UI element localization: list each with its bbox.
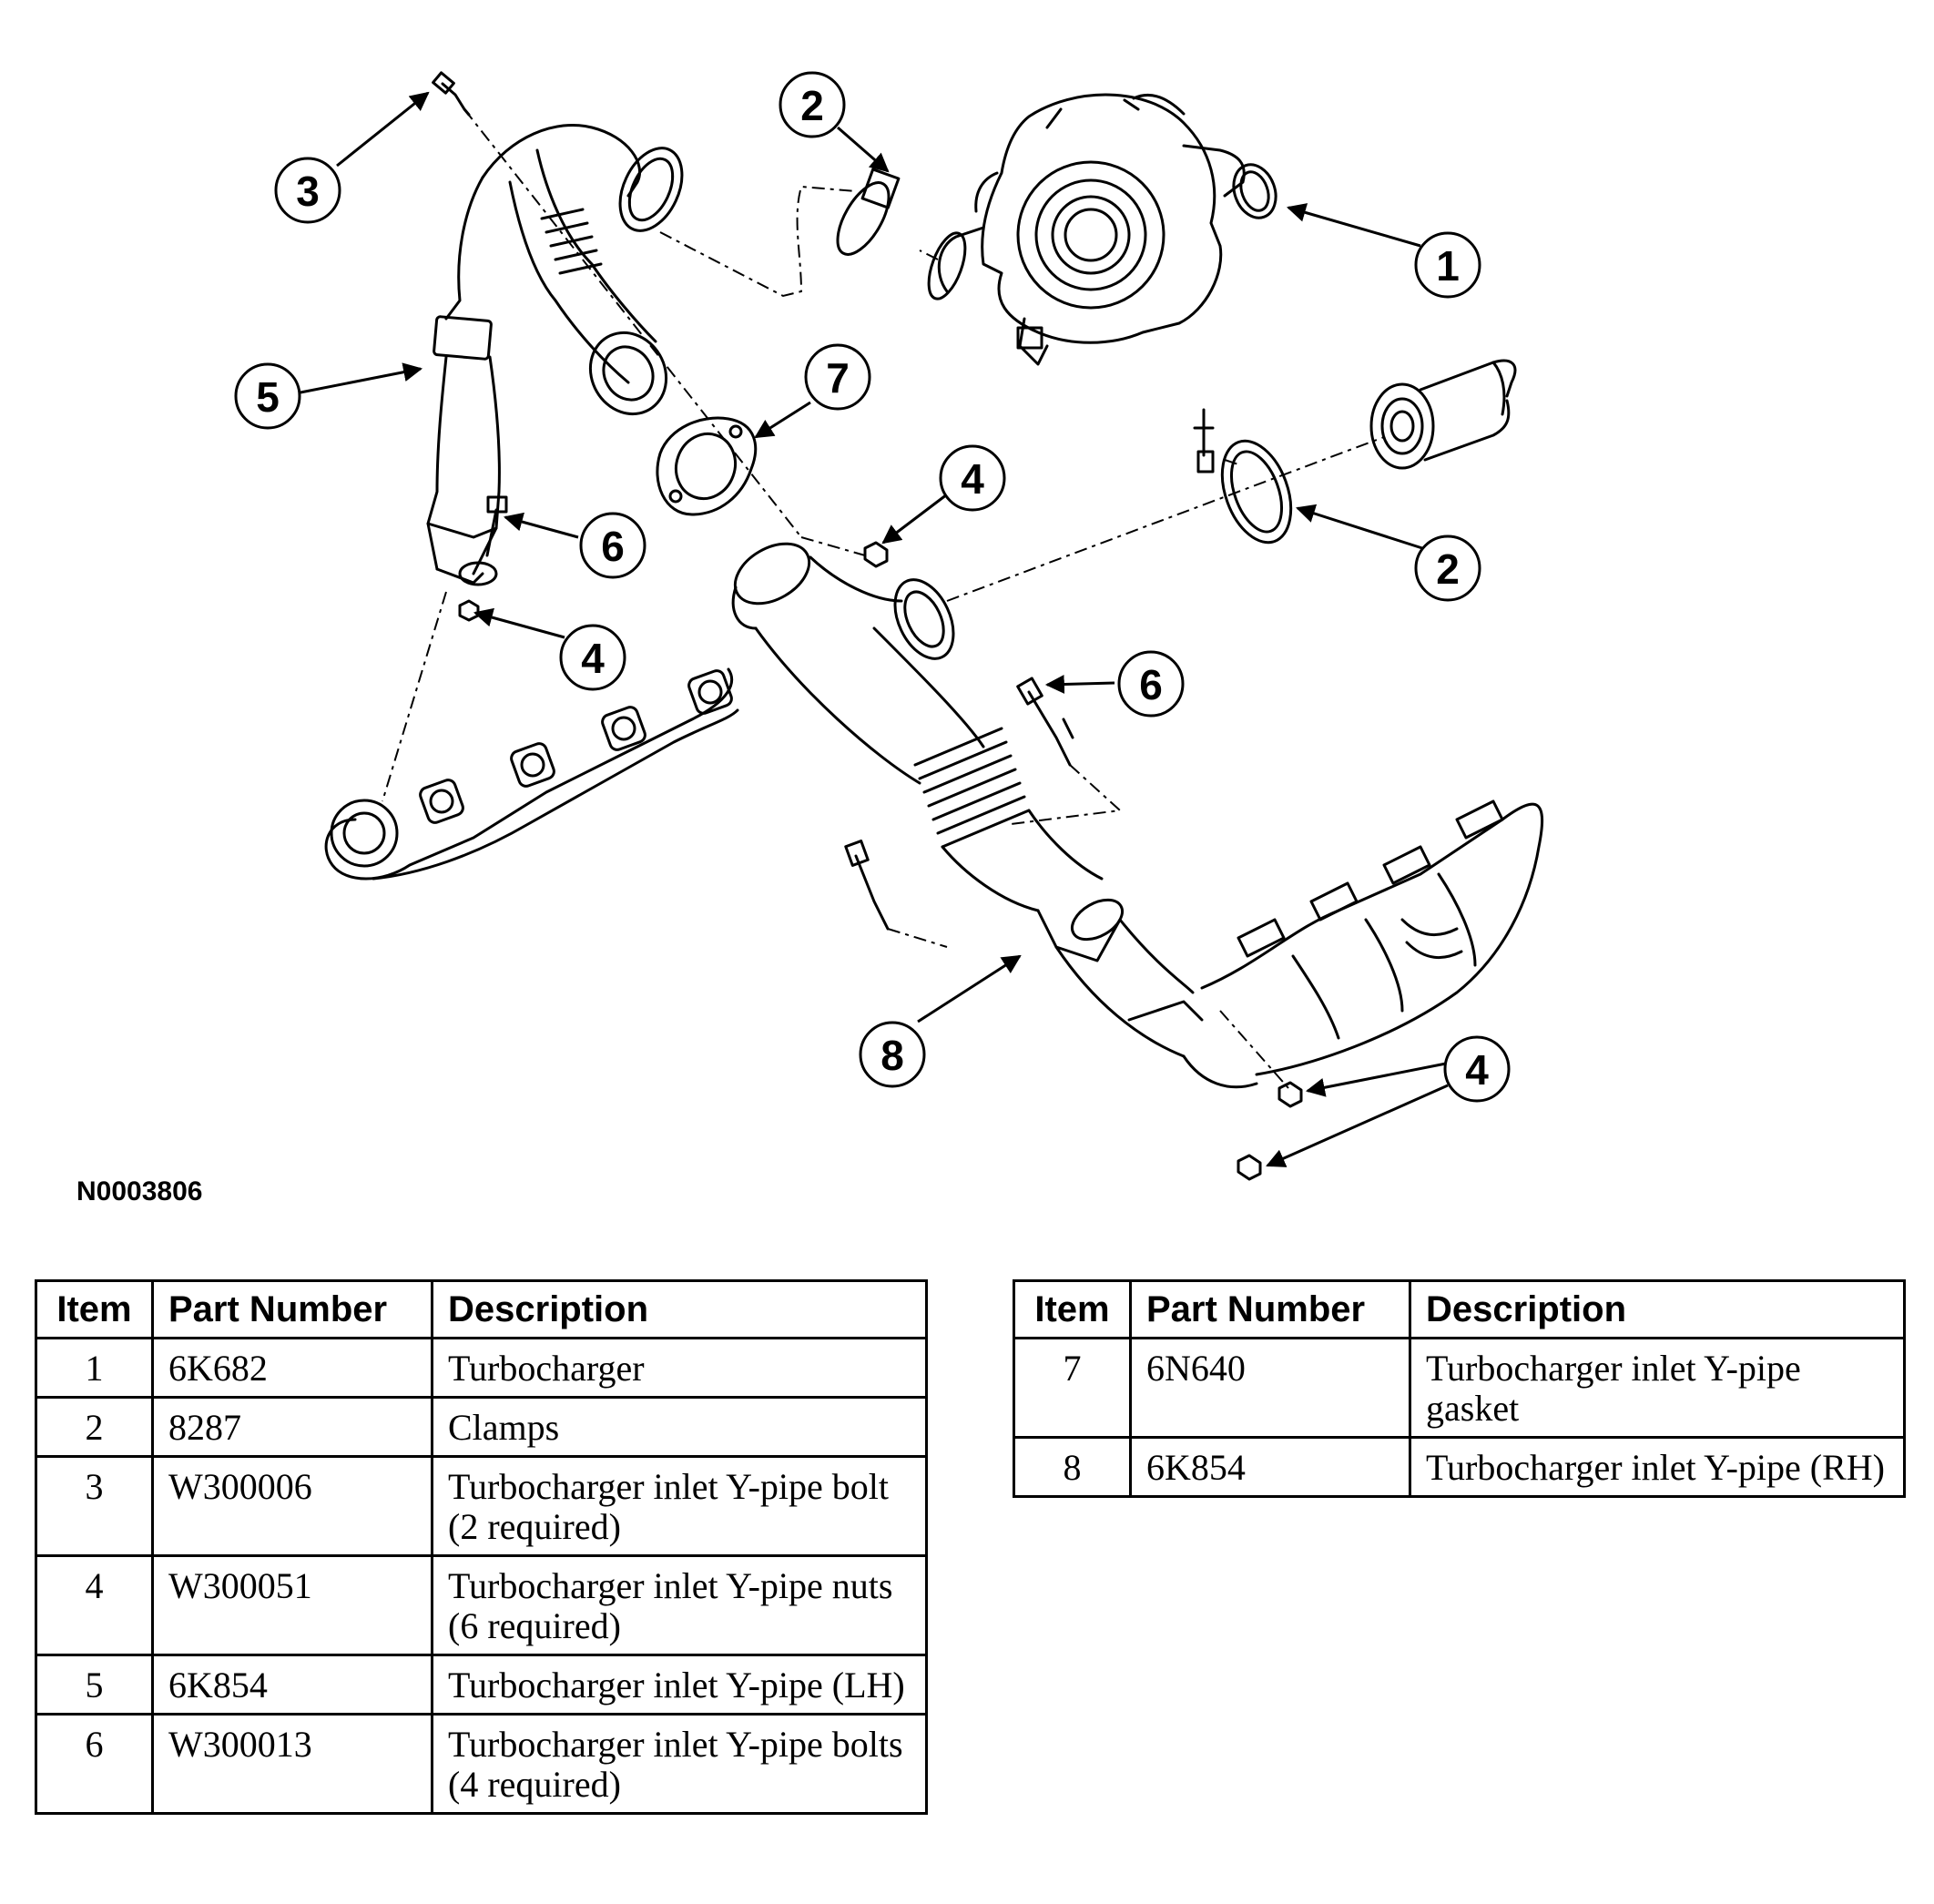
clamp-upper-drawing [836, 168, 901, 256]
turbocharger-drawing [927, 93, 1277, 366]
callout-1: 1 [1436, 242, 1460, 290]
figure-id: N0003806 [76, 1176, 203, 1207]
callout-6a-circle [579, 512, 646, 579]
table-row: 3 W300006 Turbocharger inlet Y-pipe bolt… [35, 1455, 928, 1557]
table-row: 8 6K854 Turbocharger inlet Y-pipe (RH) [1013, 1436, 1906, 1498]
intake-pipe-drawing [1369, 359, 1517, 470]
header-part-number: Part Number [151, 1279, 433, 1339]
callout-4a-circle [939, 444, 1006, 512]
callout-6a: 6 [601, 523, 625, 570]
header-item: Item [35, 1279, 154, 1339]
callout-7: 7 [826, 354, 850, 402]
callout-3-circle [274, 157, 341, 224]
cell-item: 6 [35, 1713, 154, 1815]
header-item: Item [1013, 1279, 1132, 1339]
cell-description: Turbocharger inlet Y-pipe bolts (4 requi… [431, 1713, 928, 1815]
cell-item: 5 [35, 1654, 154, 1716]
rh-exhaust-manifold-drawing [1200, 799, 1544, 1076]
cell-item: 8 [1013, 1436, 1132, 1498]
lh-exhaust-manifold-drawing [324, 667, 739, 881]
cell-item: 2 [35, 1396, 154, 1458]
callout-5-circle [234, 362, 301, 430]
table-row: 5 6K854 Turbocharger inlet Y-pipe (LH) [35, 1654, 928, 1716]
table-row: 6 W300013 Turbocharger inlet Y-pipe bolt… [35, 1713, 928, 1815]
fasteners-drawing [432, 71, 1303, 1181]
table-header-row: Item Part Number Description [1013, 1279, 1906, 1339]
table-row: 1 6K682 Turbocharger [35, 1337, 928, 1399]
lh-y-pipe-drawing [426, 123, 684, 586]
callout-2a: 2 [800, 82, 824, 129]
cell-description: Turbocharger [431, 1337, 928, 1399]
cell-part-number: W300051 [151, 1554, 433, 1656]
cell-part-number: 6K854 [1129, 1436, 1411, 1498]
callout-6b-circle [1117, 650, 1185, 718]
table-row: 2 8287 Clamps [35, 1396, 928, 1458]
callout-4b-circle [559, 624, 626, 691]
callout-2a-circle [779, 71, 846, 138]
rh-y-pipe-drawing [731, 542, 1258, 1089]
callout-4a: 4 [961, 455, 984, 503]
leader-arrows [300, 91, 1449, 1167]
cell-item: 3 [35, 1455, 154, 1557]
cell-description: Clamps [431, 1396, 928, 1458]
callout-4c: 4 [1465, 1046, 1489, 1094]
cell-description: Turbocharger inlet Y-pipe (LH) [431, 1654, 928, 1716]
callout-2b-circle [1414, 535, 1481, 602]
callout-4c-circle [1443, 1035, 1511, 1103]
cell-part-number: 8287 [151, 1396, 433, 1458]
callout-6b: 6 [1139, 661, 1163, 708]
cell-description: Turbocharger inlet Y-pipe nuts (6 requir… [431, 1554, 928, 1656]
callout-1-circle [1414, 231, 1481, 299]
table-header-row: Item Part Number Description [35, 1279, 928, 1339]
callout-circles [234, 71, 1511, 1103]
callout-2b: 2 [1436, 545, 1460, 593]
exploded-parts-diagram: 1 2 2 3 4 4 4 5 6 6 7 8 [234, 71, 1544, 1181]
cell-part-number: 6K854 [151, 1654, 433, 1716]
callout-3: 3 [296, 168, 320, 215]
callout-4b: 4 [581, 635, 605, 682]
table-row: 4 W300051 Turbocharger inlet Y-pipe nuts… [35, 1554, 928, 1656]
cell-part-number: 6K682 [151, 1337, 433, 1399]
header-part-number: Part Number [1129, 1279, 1411, 1339]
callout-7-circle [804, 343, 871, 411]
callout-8-circle [859, 1021, 926, 1088]
alignment-lines [382, 108, 1385, 1089]
cell-description: Turbocharger inlet Y-pipe bolt (2 requir… [431, 1455, 928, 1557]
cell-item: 1 [35, 1337, 154, 1399]
parts-table-right: Item Part Number Description 7 6N640 Tur… [1013, 1279, 1906, 1498]
header-description: Description [1409, 1279, 1906, 1339]
cell-item: 4 [35, 1554, 154, 1656]
gasket-drawing [656, 416, 758, 516]
cell-part-number: W300013 [151, 1713, 433, 1815]
clamp-lower-drawing [1193, 408, 1293, 545]
cell-description: Turbocharger inlet Y-pipe gasket [1409, 1337, 1906, 1439]
cell-item: 7 [1013, 1337, 1132, 1439]
callout-8: 8 [880, 1032, 904, 1079]
cell-part-number: W300006 [151, 1455, 433, 1557]
table-row: 7 6N640 Turbocharger inlet Y-pipe gasket [1013, 1337, 1906, 1439]
cell-part-number: 6N640 [1129, 1337, 1411, 1439]
header-description: Description [431, 1279, 928, 1339]
callout-5: 5 [256, 373, 280, 421]
cell-description: Turbocharger inlet Y-pipe (RH) [1409, 1436, 1906, 1498]
parts-table-left: Item Part Number Description 1 6K682 Tur… [35, 1279, 928, 1815]
